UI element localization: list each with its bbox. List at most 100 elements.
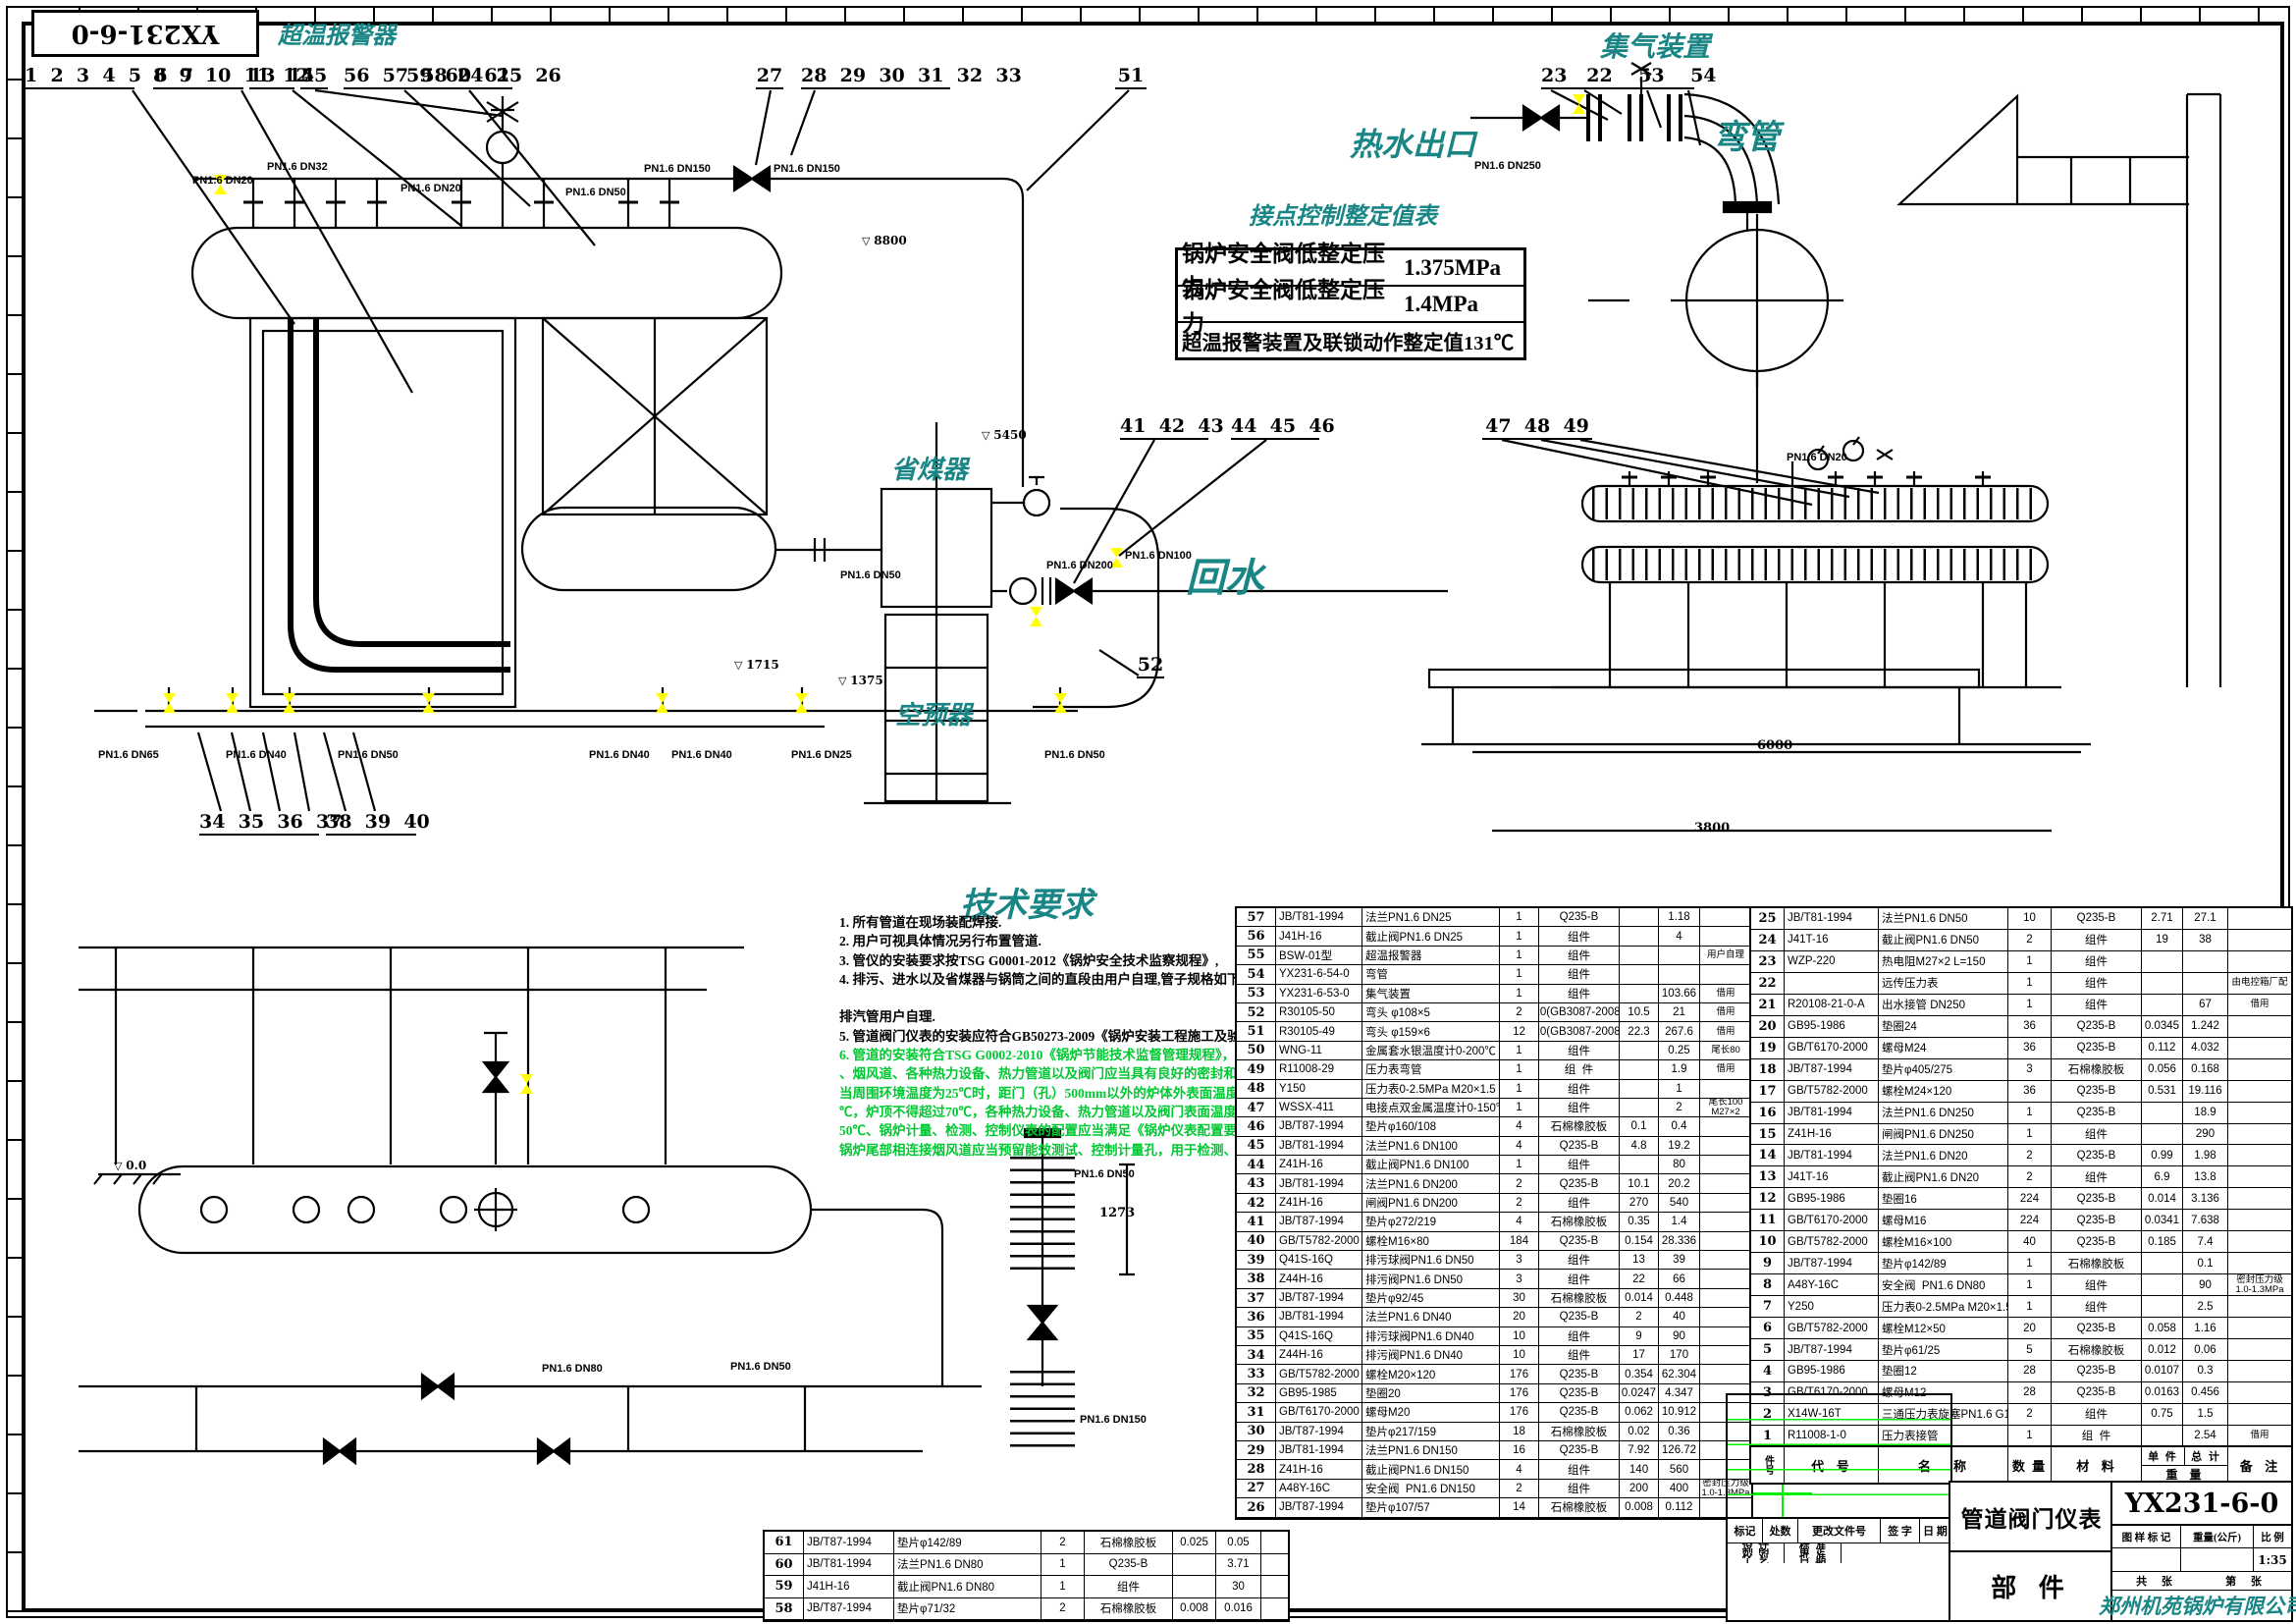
bom-total-weight: 10.912 xyxy=(1659,1403,1700,1423)
pipe-spec-label: PN1.6 DN40 xyxy=(589,749,650,761)
bom-material: 组件 xyxy=(1539,1270,1620,1289)
bom-table-left: 57 JB/T81-1994 法兰PN1.6 DN25 1 Q235-B 1.1… xyxy=(1235,906,1753,1520)
bom-remark xyxy=(2228,1361,2291,1382)
bom-material: Q235-B xyxy=(2052,1188,2142,1211)
sheets-label: 共 张 xyxy=(2136,1575,2178,1588)
bom-qty: 4 xyxy=(1500,1136,1539,1157)
bom-unit-weight: 0.012 xyxy=(2142,1339,2183,1362)
bom-unit-weight: 270 xyxy=(1620,1193,1659,1214)
bom-item-no: 45 xyxy=(1237,1136,1276,1157)
bom-unit-weight xyxy=(2142,1425,2183,1447)
bom-qty: 20 xyxy=(2008,1318,2052,1340)
bom-code: Z41H-16 xyxy=(1276,1156,1362,1175)
bom-name: 压力表0-2.5MPa M20×1.5 1.6级 xyxy=(1362,1079,1500,1099)
bom-unit-weight: 22.3 xyxy=(1620,1022,1659,1042)
gauge-icon xyxy=(1842,439,1865,462)
bom-unit-weight: 0.02 xyxy=(1620,1422,1659,1441)
bom-material: 组件 xyxy=(1539,946,1620,966)
bom-code: JB/T81-1994 xyxy=(1276,1136,1362,1157)
callout-group: 56 57 58 xyxy=(344,65,448,89)
bom-item-no: 56 xyxy=(1237,927,1276,947)
bom-qty: 1 xyxy=(1500,1041,1539,1061)
bom-total-weight: 27.1 xyxy=(2183,908,2228,930)
bom-qty: 1 xyxy=(2008,994,2052,1016)
bom-unit-weight: 10.5 xyxy=(1620,1002,1659,1023)
valve-icon xyxy=(1876,449,1894,460)
pipe-spec-label: PN1.6 DN100 xyxy=(1125,550,1192,562)
bom-name: 螺母M20 xyxy=(1362,1403,1500,1423)
bom-table-bottom-left: 61 JB/T87-1994 垫片φ142/89 2 石棉橡胶板 0.025 0… xyxy=(763,1530,1290,1622)
bom-material: 组件 xyxy=(1539,1345,1620,1366)
bom-code: Z44H-16 xyxy=(1276,1270,1362,1289)
bom-material: Q235-B xyxy=(1539,1136,1620,1157)
bom-unit-weight xyxy=(2142,1274,2183,1297)
bom-unit-weight: 0.0107 xyxy=(2142,1361,2183,1382)
bom-total-weight: 170 xyxy=(1659,1345,1700,1366)
callout-group: 44 45 46 xyxy=(1231,415,1335,440)
bom-total-weight: 1.5 xyxy=(2183,1403,2228,1426)
bom-remark xyxy=(2228,1296,2291,1319)
bom-item-no: 8 xyxy=(1751,1274,1785,1297)
bom-unit-weight: 7.92 xyxy=(1620,1440,1659,1461)
sheet-ruler-top xyxy=(22,8,2284,22)
tech-line-green: 50℃、锅炉计量、检测、控制仪表的配置应当满足《锅炉仪表配置要求》的要求， xyxy=(839,1123,1316,1139)
bom-name: 压力表弯管 xyxy=(1362,1060,1500,1080)
bom-remark: 借用 xyxy=(1700,1003,1751,1023)
bom-material: 组件 xyxy=(2052,1274,2142,1297)
bom-name: 法兰PN1.6 DN20 xyxy=(1879,1145,2008,1167)
bom-total-weight: 1.16 xyxy=(2183,1318,2228,1340)
bom-total-weight: 67 xyxy=(2183,994,2228,1016)
bom-code: J41H-16 xyxy=(804,1576,894,1598)
bom-code: Z44H-16 xyxy=(1276,1345,1362,1366)
bom-total-weight: 7.638 xyxy=(2183,1210,2228,1232)
bom-total-weight: 1 xyxy=(1659,1079,1700,1099)
bom-unit-weight: 0.025 xyxy=(1173,1532,1216,1554)
bom-remark xyxy=(1700,1174,1751,1194)
bom-material: 组件 xyxy=(1539,1098,1620,1118)
bom-code: GB95-1986 xyxy=(1785,1188,1879,1211)
bom-qty: 1 xyxy=(2008,950,2052,973)
revision-header-row: 标记处数更改文件号签 字日 期 xyxy=(1728,1519,1950,1543)
callout-group: 55 xyxy=(300,65,328,89)
bom-total-weight: 0.3 xyxy=(2183,1361,2228,1382)
bom-total-weight xyxy=(2183,950,2228,973)
tech-requirements: 1. 所有管道在现场装配焊接.2. 用户可视具体情况另行布置管道.3. 管仪的安… xyxy=(839,913,1346,1160)
bom-table-right: 25 JB/T81-1994 法兰PN1.6 DN50 10 Q235-B 2.… xyxy=(1749,906,2293,1449)
bom-code: JB/T81-1994 xyxy=(1785,1102,1879,1124)
bom-total-weight: 40 xyxy=(1659,1308,1700,1327)
bom-code: JB/T87-1994 xyxy=(1276,1498,1362,1518)
bom-item-no: 52 xyxy=(1237,1002,1276,1023)
bom-unit-weight: 0.185 xyxy=(2142,1231,2183,1254)
settings-value: 1.375MPa xyxy=(1404,254,1502,280)
bom-total-weight: 0.06 xyxy=(2183,1339,2228,1362)
bom-name: 法兰PN1.6 DN250 xyxy=(1879,1102,2008,1124)
pipe-spec-label: PN1.6 DN20 xyxy=(192,175,253,187)
bom-qty: 28 xyxy=(2008,1381,2052,1404)
bom-name: 垫片φ92/45 xyxy=(1362,1288,1500,1309)
callout-group: 41 42 43 xyxy=(1120,415,1224,440)
furnace-body xyxy=(248,316,517,709)
bom-total-weight: 0.25 xyxy=(1659,1041,1700,1061)
elevation-mark: 0.0 xyxy=(114,1159,146,1172)
bom-qty: 10 xyxy=(1500,1326,1539,1346)
bom-qty: 176 xyxy=(1500,1365,1539,1384)
bom-total-weight: 30 xyxy=(1216,1576,1261,1598)
bom-unit-weight xyxy=(2142,1253,2183,1275)
bom-name: 弯头 φ159×6 xyxy=(1362,1022,1500,1042)
bom-code: JB/T87-1994 xyxy=(1276,1288,1362,1309)
bom-name: 螺栓M20×120 xyxy=(1362,1365,1500,1384)
bom-total-weight: 1.242 xyxy=(2183,1015,2228,1038)
bom-unit-weight: 0.531 xyxy=(2142,1080,2183,1103)
bom-material: Q235-B xyxy=(1539,1174,1620,1194)
feature-label: 空预器 xyxy=(895,701,973,731)
bom-name: 螺栓M12×50 xyxy=(1879,1318,2008,1340)
air-preheater xyxy=(864,613,1011,805)
bom-material: 20(GB3087-2008) xyxy=(1539,1002,1620,1023)
bom-item-no: 14 xyxy=(1751,1145,1785,1167)
bom-item-no: 30 xyxy=(1237,1422,1276,1441)
bom-name: 法兰PN1.6 DN100 xyxy=(1362,1136,1500,1157)
bom-name: 垫片φ61/25 xyxy=(1879,1339,2008,1362)
bom-total-weight: 2.5 xyxy=(2183,1296,2228,1319)
bom-remark xyxy=(1700,965,1751,985)
